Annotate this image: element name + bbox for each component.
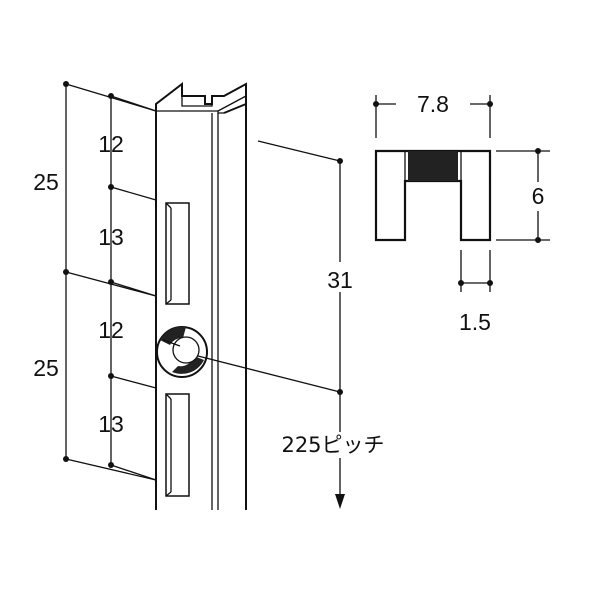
section-lip <box>408 151 458 181</box>
left-dimension-group: 25 12 13 25 12 13 <box>33 81 157 481</box>
pitch-arrow: 225ピッチ <box>268 392 402 509</box>
dim-dot <box>108 462 114 468</box>
dim-dot <box>373 101 379 107</box>
hole-spacing-dimension: 31 <box>197 140 358 395</box>
section-wall-label: 1.5 <box>459 309 491 335</box>
lower-slot <box>165 393 190 497</box>
screw-hole <box>156 326 208 378</box>
pitch-label: 225ピッチ <box>281 433 384 457</box>
dim-dot <box>63 269 69 275</box>
cross-section: 7.8 6 1.5 <box>373 91 550 335</box>
dim-dot <box>108 184 114 190</box>
upper-bottom-label: 13 <box>98 224 124 250</box>
dim-dot <box>535 237 541 243</box>
dim-dot <box>108 93 114 99</box>
lower-top-label: 12 <box>98 317 124 343</box>
section-width-label: 7.8 <box>417 91 449 117</box>
upper-slot <box>165 202 190 305</box>
dim-dot <box>535 148 541 154</box>
dim-dot <box>487 101 493 107</box>
dim-dot <box>487 280 493 286</box>
dim-dot <box>458 280 464 286</box>
upper-top-label: 12 <box>98 131 124 157</box>
lower-total-label: 25 <box>33 355 59 381</box>
dim-dot <box>63 456 69 462</box>
lower-bottom-label: 13 <box>98 411 124 437</box>
dim-dot <box>63 81 69 87</box>
dim-dot <box>337 158 343 164</box>
section-height-label: 6 <box>532 183 545 209</box>
rail-body <box>155 81 247 510</box>
dim-dot <box>108 373 114 379</box>
upper-total-label: 25 <box>33 169 59 195</box>
dim-dot <box>108 279 114 285</box>
hole-spacing-label: 31 <box>327 267 353 293</box>
